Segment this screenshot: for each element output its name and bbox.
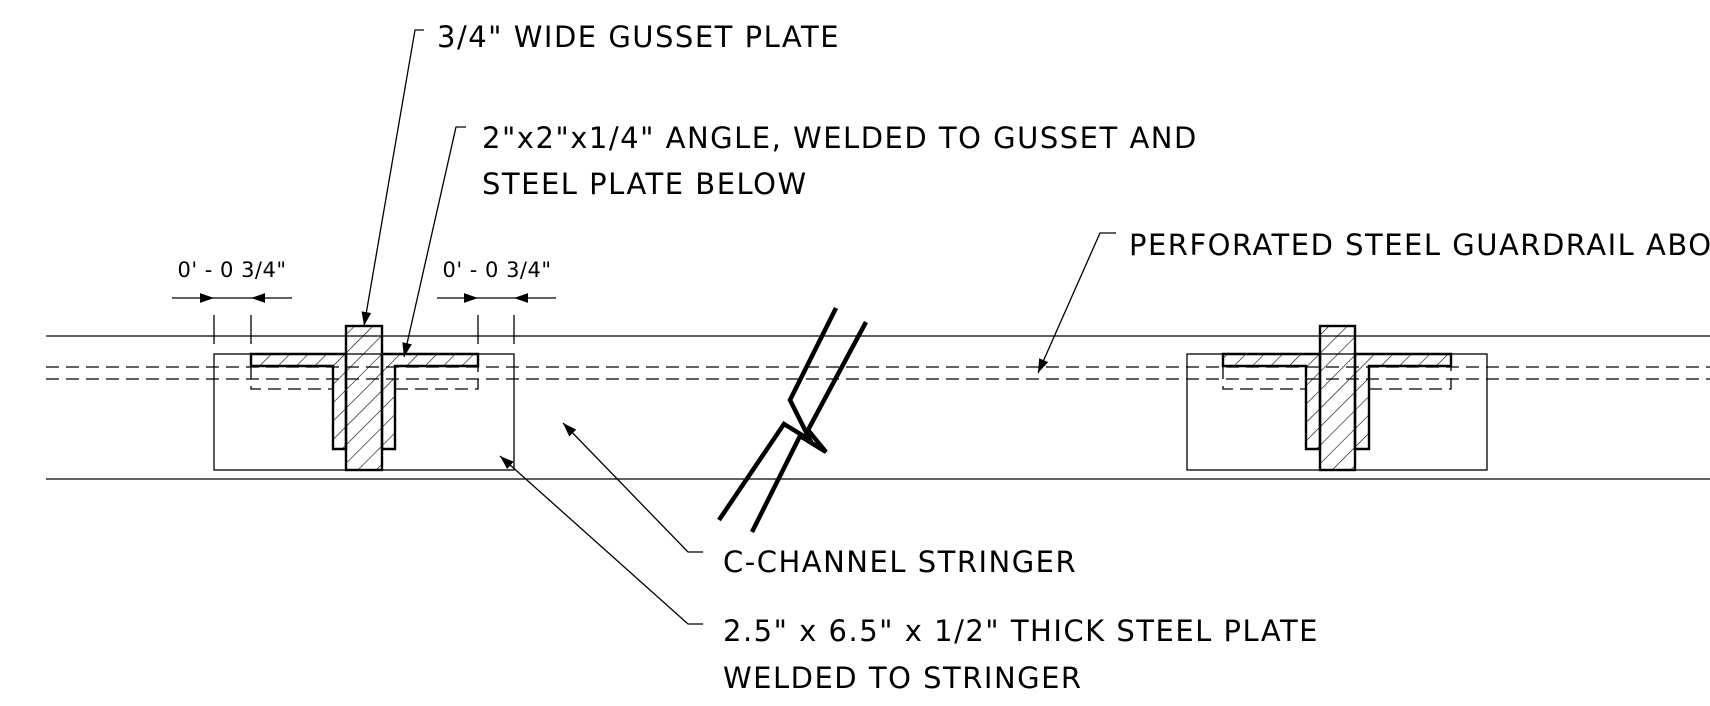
- angle-hidden-right: [395, 366, 479, 390]
- guardrail-hidden-lines: [46, 366, 1710, 380]
- label-gusset-plate: 3/4" WIDE GUSSET PLATE: [437, 20, 840, 54]
- leader-steel-plate: [499, 455, 703, 625]
- angle-hidden-right-2: [1369, 366, 1452, 390]
- angle-hidden-left-2: [1222, 366, 1306, 390]
- dimension-label-left: 0' - 0 3/4": [177, 258, 286, 282]
- label-guardrail: PERFORATED STEEL GUARDRAIL ABOVE: [1129, 228, 1710, 262]
- label-plate-line-2: WELDED TO STRINGER: [723, 661, 1083, 695]
- leader-stringer-line: [562, 422, 703, 553]
- label-plate-line-1: 2.5" x 6.5" x 1/2" THICK STEEL PLATE: [723, 614, 1319, 648]
- angle-left-2: [1221, 352, 1322, 451]
- dimension-label-right: 0' - 0 3/4": [442, 258, 551, 282]
- gusset-plate-right: [1318, 324, 1357, 472]
- angle-right: [380, 352, 480, 451]
- angle-hidden-left: [250, 366, 333, 390]
- leader-gusset-line: [361, 29, 424, 327]
- angle-right-2: [1353, 352, 1453, 451]
- leader-gusset: [361, 29, 424, 327]
- label-angle-line-2: STEEL PLATE BELOW: [482, 167, 808, 201]
- angle-left: [249, 352, 348, 451]
- leader-plate-line: [499, 455, 703, 625]
- dimension-right: 0' - 0 3/4": [437, 258, 556, 344]
- gusset-plate-left: [344, 324, 384, 472]
- leader-angle: [402, 126, 466, 358]
- label-stringer: C-CHANNEL STRINGER: [723, 545, 1077, 579]
- leader-stringer: [562, 422, 703, 553]
- break-line: [717, 306, 868, 534]
- left-connection: [213, 324, 515, 472]
- c-channel-stringer: [46, 335, 1710, 480]
- leader-guardrail: [1037, 232, 1116, 374]
- right-connection: [1186, 324, 1488, 472]
- dimension-left: 0' - 0 3/4": [172, 258, 292, 344]
- label-angle-line-1: 2"x2"x1/4" ANGLE, WELDED TO GUSSET AND: [482, 121, 1198, 155]
- leader-guardrail-line: [1037, 232, 1116, 374]
- leader-angle-line: [402, 126, 466, 358]
- break-line-right: [749, 320, 868, 534]
